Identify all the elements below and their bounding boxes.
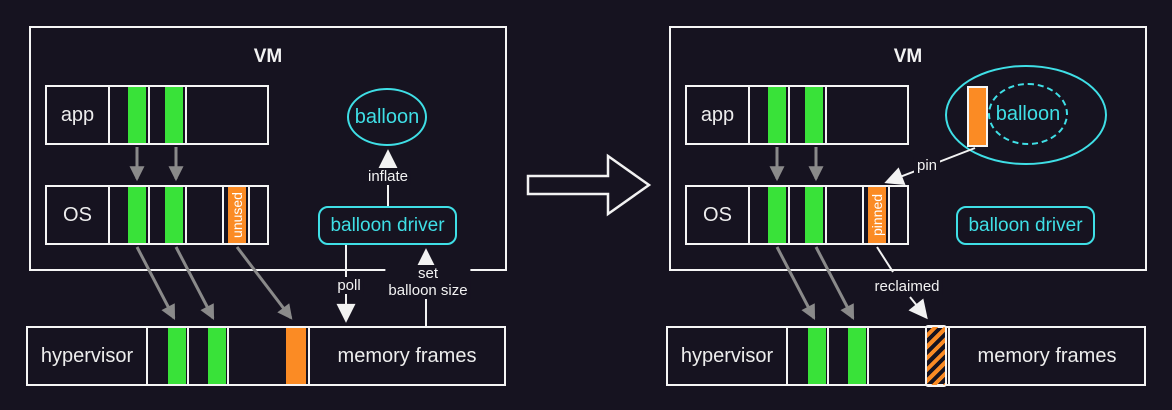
cell-separator (827, 328, 829, 384)
cell-separator (825, 187, 827, 243)
left-app-strip: app (45, 85, 269, 145)
left-vm-label: VM (253, 46, 283, 67)
cell-separator (786, 328, 788, 384)
right-balloon-page-rect (967, 86, 988, 147)
right-os-used-cell-1 (768, 187, 786, 243)
set-balloon-size-label: set balloon size (385, 265, 471, 299)
cell-separator (108, 187, 110, 243)
cell-separator (146, 328, 148, 384)
left-app-used-cell-2 (165, 87, 183, 143)
right-hyp-reclaimed-cell (925, 325, 947, 387)
poll-label: poll (334, 277, 364, 294)
right-hypervisor-strip: hypervisor memory frames (666, 325, 1146, 387)
left-hyp-used-cell-1 (168, 328, 186, 384)
set-balloon-size-line1: set (417, 265, 438, 282)
cell-separator (308, 328, 310, 384)
left-os-used-cell-1 (128, 187, 146, 243)
cell-separator (187, 328, 189, 384)
left-os-unused-cell: unused (228, 187, 246, 243)
left-os-label: OS (63, 203, 92, 226)
right-vm-label: VM (893, 46, 923, 67)
right-hypervisor-label: hypervisor (680, 344, 774, 367)
left-hyp-balloon-cell (286, 328, 306, 384)
left-os-unused-label: unused (229, 192, 245, 238)
cell-separator (948, 328, 950, 384)
right-os-pinned-cell: pinned (868, 187, 886, 243)
right-balloon-outer-ellipse (945, 65, 1107, 165)
right-balloon-inner-ellipse: balloon (988, 83, 1068, 145)
reclaimed-label: reclaimed (871, 278, 943, 295)
cell-separator (185, 87, 187, 143)
pin-label: pin (913, 157, 941, 174)
left-hypervisor-strip: hypervisor memory frames (26, 326, 506, 386)
right-app-used-cell-1 (768, 87, 786, 143)
inflate-label: inflate (364, 168, 412, 185)
right-app-used-cell-2 (805, 87, 823, 143)
cell-separator (222, 187, 224, 243)
right-vm-box: VM (669, 26, 1147, 271)
right-os-label: OS (703, 203, 732, 226)
cell-separator (788, 87, 790, 143)
left-balloon-ellipse: balloon (347, 88, 427, 146)
left-hyp-used-cell-2 (208, 328, 226, 384)
left-app-used-cell-1 (128, 87, 146, 143)
right-hyp-used-cell-1 (808, 328, 826, 384)
right-os-strip: OS pinned (685, 185, 909, 245)
cell-separator (248, 187, 250, 243)
left-memory-frames-label: memory frames (337, 344, 477, 367)
cell-separator (867, 328, 869, 384)
left-balloon-driver-label: balloon driver (330, 214, 445, 236)
cell-separator (148, 187, 150, 243)
left-hypervisor-label: hypervisor (40, 344, 134, 367)
right-memory-frames-label: memory frames (977, 344, 1117, 367)
right-os-used-cell-2 (805, 187, 823, 243)
cell-separator (748, 87, 750, 143)
right-balloon-driver-box: balloon driver (956, 206, 1095, 245)
transition-arrow (526, 153, 652, 217)
left-balloon-label: balloon (354, 105, 420, 128)
cell-separator (148, 87, 150, 143)
right-balloon-label: balloon (995, 102, 1061, 125)
cell-separator (227, 328, 229, 384)
cell-separator (862, 187, 864, 243)
cell-separator (825, 87, 827, 143)
left-os-used-cell-2 (165, 187, 183, 243)
cell-separator (185, 187, 187, 243)
right-hyp-used-cell-2 (848, 328, 866, 384)
cell-separator (748, 187, 750, 243)
left-app-label: app (60, 103, 95, 126)
right-os-pinned-label: pinned (869, 193, 885, 237)
left-balloon-driver-box: balloon driver (318, 206, 457, 245)
cell-separator (788, 187, 790, 243)
cell-separator (108, 87, 110, 143)
right-app-label: app (700, 103, 735, 126)
left-os-strip: OS unused (45, 185, 269, 245)
right-balloon-driver-label: balloon driver (968, 214, 1083, 236)
cell-separator (888, 187, 890, 243)
reclaimed-arrow (908, 296, 928, 320)
right-app-strip: app (685, 85, 909, 145)
set-balloon-size-line2: balloon size (388, 282, 468, 299)
